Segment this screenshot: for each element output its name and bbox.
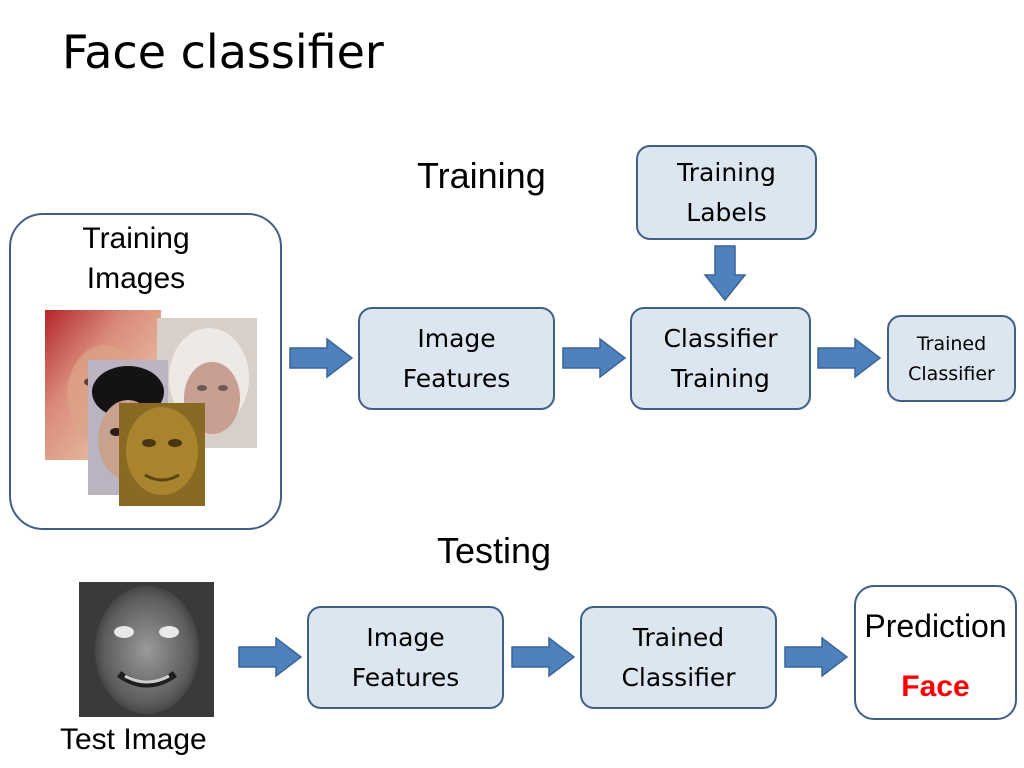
testing-trained-classifier-line1: Trained	[632, 622, 725, 652]
training-images-label-line2: Images	[86, 262, 186, 295]
training-labels-box: Training Labels	[636, 145, 817, 240]
training-images-label-line1: Training	[82, 222, 190, 255]
prediction-label: Prediction	[864, 608, 1007, 644]
testing-section-label: Testing	[437, 530, 552, 571]
testing-image-features-line2: Features	[351, 662, 460, 692]
test-face-image	[79, 582, 214, 717]
testing-trained-classifier-box: Trained Classifier	[580, 606, 777, 709]
trained-classifier-output-line2: Classifier	[908, 362, 995, 385]
training-images-label: Training Images	[40, 219, 232, 299]
arrow-trained-classifier-to-prediction	[784, 636, 849, 678]
testing-image-features-line1: Image	[366, 622, 445, 652]
test-image-caption: Test Image	[60, 723, 207, 756]
testing-image-features-box: Image Features	[307, 606, 504, 709]
arrow-test-image-to-features	[238, 636, 303, 678]
training-face-thumbnail-4	[119, 403, 205, 506]
training-image-features-line2: Features	[402, 363, 511, 393]
training-labels-line1: Training	[677, 157, 776, 187]
classifier-training-line2: Training	[671, 363, 770, 393]
arrow-labels-to-classifier-training	[703, 245, 747, 302]
training-section-label: Training	[417, 155, 546, 196]
classifier-training-box: Classifier Training	[630, 307, 811, 410]
trained-classifier-output-box: Trained Classifier	[887, 315, 1016, 402]
arrow-features-to-classifier-training	[562, 337, 627, 379]
training-labels-line2: Labels	[686, 197, 767, 227]
training-image-features-box: Image Features	[358, 307, 555, 410]
training-image-features-line1: Image	[417, 323, 496, 353]
trained-classifier-output-line1: Trained	[916, 332, 987, 355]
prediction-value: Face	[901, 670, 970, 703]
arrow-classifier-training-to-trained-classifier	[817, 337, 882, 379]
slide-title: Face classifier	[62, 25, 384, 79]
classifier-training-line1: Classifier	[663, 323, 778, 353]
arrow-features-to-trained-classifier	[511, 636, 576, 678]
arrow-images-to-features	[289, 337, 354, 379]
testing-trained-classifier-line2: Classifier	[621, 662, 736, 692]
prediction-box	[854, 585, 1017, 720]
